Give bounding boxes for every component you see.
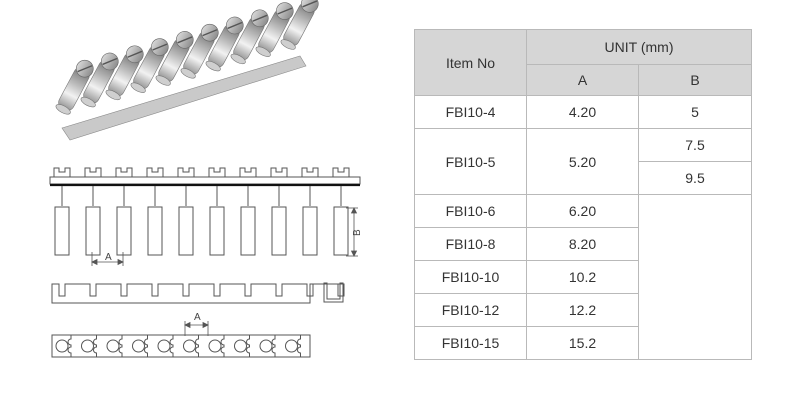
cell-a: 8.20	[526, 227, 639, 261]
screw-hole	[285, 339, 298, 353]
pin-body	[240, 206, 256, 256]
cell-a: 4.20	[526, 95, 639, 129]
header-a: A	[526, 64, 639, 96]
pin-photo	[205, 16, 244, 72]
spec-table: Item No UNIT (mm) A B FBI10-4 4.20 5 FBI…	[414, 29, 753, 360]
screw-hole	[157, 339, 171, 353]
jumper-bar-photo	[55, 0, 319, 141]
cell-b: 5	[637, 95, 753, 129]
product-illustration: A B A	[49, 0, 363, 358]
jumper-bar-front-drawing	[49, 167, 361, 256]
cell-b: 9.5	[637, 161, 753, 195]
notch-profile	[93, 335, 97, 357]
screw-head	[270, 167, 288, 177]
notch-profile	[118, 335, 123, 357]
pin-photo	[80, 52, 119, 108]
table-row: FBI10-6 6.20	[414, 194, 753, 360]
screw-head	[146, 167, 164, 177]
cell-item: FBI10-4	[414, 95, 527, 129]
pin-body	[302, 206, 318, 256]
table-row: FBI10-10 10.2	[414, 260, 752, 294]
cell-a: 15.2	[526, 326, 639, 360]
notch-profile	[144, 335, 148, 357]
pin-body	[271, 206, 287, 256]
pin-body	[54, 206, 70, 256]
pin-photo	[180, 23, 219, 79]
screw-hole	[259, 339, 273, 353]
dimension-b-front	[346, 207, 358, 257]
header-unit: UNIT (mm)	[525, 29, 753, 65]
bar-strip	[49, 176, 361, 185]
screw-head	[208, 167, 226, 177]
cell-b: 7.5	[637, 128, 753, 162]
pin-photo	[55, 59, 94, 115]
cell-item: FBI10-5	[414, 128, 527, 195]
screw-head	[84, 167, 102, 177]
pin-body	[147, 206, 163, 256]
notch-profile	[67, 335, 72, 357]
cell-item: FBI10-12	[414, 293, 527, 327]
screw-hole	[81, 339, 94, 353]
cell-item: FBI10-15	[414, 326, 527, 360]
dimension-a-top	[184, 321, 209, 336]
pin-body	[116, 206, 132, 256]
screw-head	[332, 167, 350, 177]
screw-hole	[55, 339, 69, 353]
header-b: B	[637, 64, 753, 96]
screw-hole	[208, 339, 222, 353]
screw-hole	[106, 339, 120, 353]
dimension-a-label: A	[105, 252, 112, 263]
cell-a: 6.20	[526, 194, 639, 228]
cell-a: 5.20	[526, 128, 639, 195]
screw-head	[115, 167, 133, 177]
header-item-no: Item No	[414, 29, 527, 96]
pin-body	[85, 206, 101, 256]
notch-profile	[271, 335, 276, 357]
comb-side-profile	[51, 283, 345, 304]
bar-photo	[61, 55, 307, 141]
pin-photo	[130, 38, 169, 93]
pin-body	[209, 206, 225, 256]
screw-head	[177, 167, 195, 177]
screw-hole	[183, 339, 196, 353]
pin-body	[178, 206, 194, 256]
notch-profile	[195, 335, 199, 357]
dimension-a-top-label: A	[194, 312, 201, 323]
cell-item: FBI10-6	[414, 194, 527, 228]
table-row: FBI10-12 12.2	[414, 293, 752, 327]
table-row: FBI10-15 15.2	[414, 326, 752, 360]
table-row: FBI10-8 8.20	[414, 227, 752, 261]
screw-hole	[132, 339, 145, 353]
cell-item: FBI10-8	[414, 227, 527, 261]
notch-profile	[246, 335, 250, 357]
screw-head	[301, 167, 319, 177]
table-row: FBI10-4 4.20 5	[414, 95, 753, 129]
screw-hole	[234, 339, 247, 353]
cell-b-empty	[637, 194, 753, 360]
pin-body	[333, 206, 349, 256]
notch-profile	[169, 335, 174, 357]
dimension-b-label: B	[352, 229, 363, 236]
cell-a: 10.2	[526, 260, 639, 294]
cell-item: FBI10-10	[414, 260, 527, 294]
pin-photo	[280, 0, 319, 50]
pin-photo	[155, 31, 194, 86]
top-strip	[51, 334, 311, 358]
notch-profile	[220, 335, 225, 357]
pin-photo	[230, 9, 269, 65]
dimension-a-front	[91, 252, 124, 266]
u-profile-end-view	[323, 282, 344, 303]
table-row: FBI10-5 5.20 7.5	[414, 128, 753, 195]
pin-photo	[105, 45, 144, 101]
cell-a: 12.2	[526, 293, 639, 327]
screw-head	[53, 167, 71, 177]
jumper-bar-top-view	[51, 334, 311, 358]
notch-profile	[297, 335, 301, 357]
pin-photo	[255, 2, 294, 57]
screw-head	[239, 167, 257, 177]
